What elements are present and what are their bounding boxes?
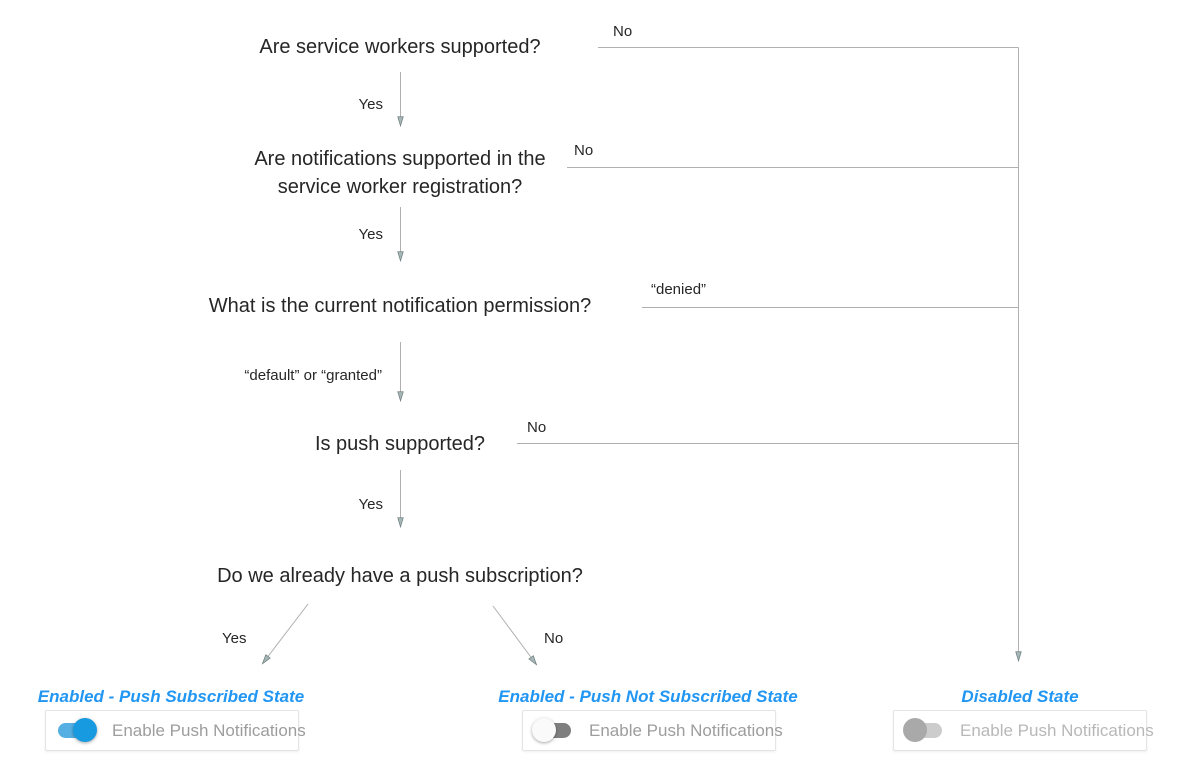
toggle-card-disabled: Enable Push Notifications — [893, 710, 1154, 751]
edge-label-q2-yes: Yes — [358, 226, 383, 243]
push-toggle-switch-disabled — [903, 718, 942, 742]
edge-label-q1-yes: Yes — [358, 96, 383, 113]
state-title-disabled: Disabled State — [961, 687, 1079, 706]
edge-label-q1-no: No — [613, 23, 633, 40]
push-toggle-switch-on[interactable] — [58, 718, 97, 742]
toggle-label: Enable Push Notifications — [112, 720, 306, 740]
toggle-card-enabled-not-subscribed: Enable Push Notifications — [522, 710, 783, 751]
question-notification-permission: What is the current notification permiss… — [208, 295, 592, 317]
edge-label-q3-default-granted: “default” or “granted” — [244, 367, 382, 384]
edge-label-q5-yes: Yes — [222, 630, 247, 647]
state-title-enabled-subscribed: Enabled - Push Subscribed State — [37, 687, 305, 706]
push-toggle-switch-off[interactable] — [532, 718, 571, 742]
state-title-enabled-not-subscribed: Enabled - Push Not Subscribed State — [498, 687, 798, 706]
toggle-knob — [903, 718, 927, 742]
question-push-supported: Is push supported? — [314, 433, 486, 455]
toggle-knob — [73, 718, 97, 742]
edge-label-q3-denied: “denied” — [651, 281, 707, 298]
toggle-label: Enable Push Notifications — [960, 720, 1154, 740]
toggle-knob — [532, 718, 556, 742]
edge-label-q2-no: No — [574, 142, 594, 159]
edge-label-q5-no: No — [544, 630, 564, 647]
edge-label-q4-no: No — [527, 419, 547, 436]
question-notifications-supported: Are notifications supported in the servi… — [254, 148, 546, 198]
toggle-label: Enable Push Notifications — [589, 720, 783, 740]
question-push-subscription: Do we already have a push subscription? — [217, 565, 583, 587]
edge-label-q4-yes: Yes — [358, 496, 383, 513]
toggle-card-enabled-subscribed: Enable Push Notifications — [45, 710, 306, 751]
question-service-workers: Are service workers supported? — [259, 36, 541, 58]
